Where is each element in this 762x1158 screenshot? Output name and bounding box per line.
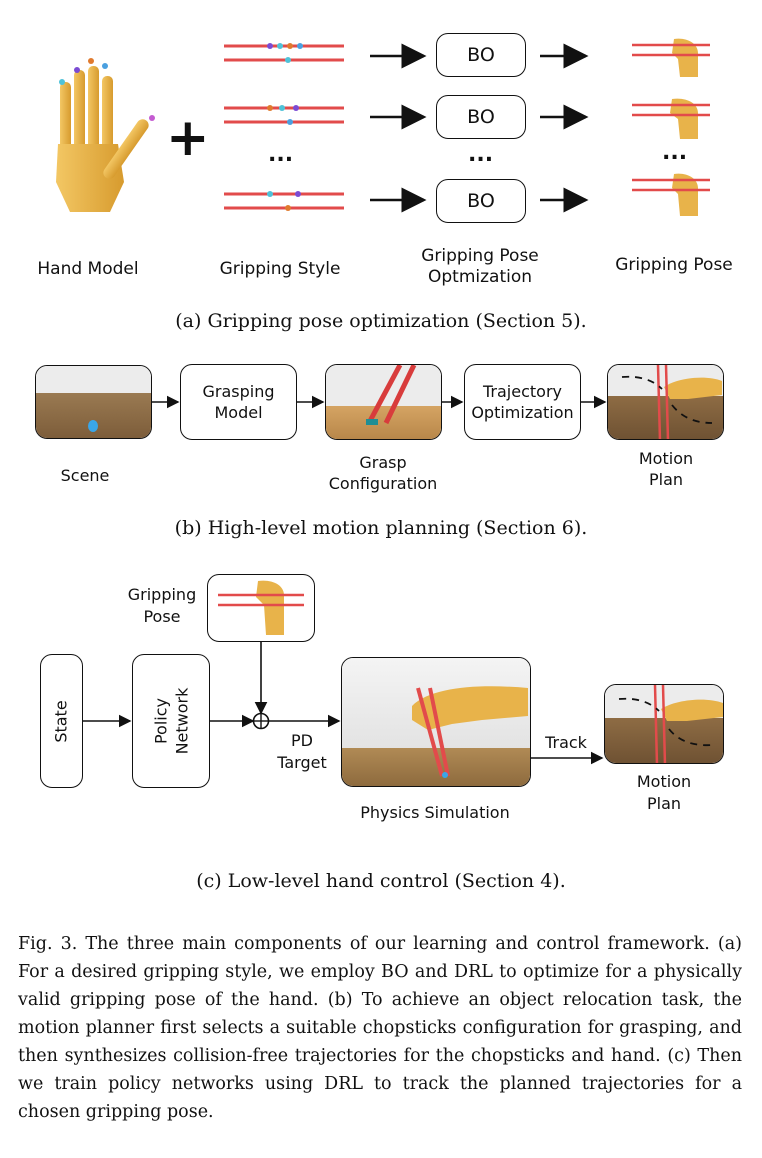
physics-label: Physics Simulation [360,803,510,822]
grasping-model-line1: Grasping [202,382,275,401]
caption-c: (c) Low-level hand control (Section 4). [196,870,566,892]
gripping-style-label: Gripping Style [219,259,341,279]
bo-ellipsis: ... [468,142,494,167]
state-box: State [40,654,83,788]
grasp-chopsticks [366,365,417,425]
bo-box-3: BO [436,179,526,223]
scene-image [35,365,152,439]
grasp-config-line1: Grasp [359,453,407,472]
gripping-pose-label: Gripping Pose [615,255,733,275]
bo-label: BO [467,189,495,212]
traj-opt-line2: Optimization [471,403,574,422]
gripping-style-ellipsis: ... [268,142,294,167]
physics-simulation-image [341,657,531,787]
motion-plan-drawing-b [621,365,722,439]
motion-plan-b-line2: Plan [648,470,684,489]
gripping-pose-c-line1: Gripping [127,585,197,604]
physics-simulation-drawing [412,686,528,778]
gripping-pose-c-line2: Pose [143,607,181,626]
panel-c-arrows [83,642,604,765]
motion-plan-c-line2: Plan [646,794,682,813]
pd-line2: Target [277,753,327,772]
grasping-model-box: Grasping Model [180,364,297,440]
motion-plan-b-line1: Motion [638,449,694,468]
optimization-label-line2: Optmization [427,267,533,287]
motion-plan-image-b [607,364,724,440]
plus-sign: + [166,108,210,168]
pose-ellipsis: ... [662,140,688,165]
gripping-pose-c-image [207,574,315,642]
motion-plan-c-line1: Motion [636,772,692,791]
arrows-from-bo [540,43,589,213]
caption-a: (a) Gripping pose optimization (Section … [175,310,587,332]
bo-box-2: BO [436,95,526,139]
grasping-model-line2: Model [214,403,263,422]
gripping-style-row-1 [224,43,344,63]
gripping-pose-image-3 [632,173,710,216]
gripping-pose-image-1 [632,38,710,77]
figure-caption: Fig. 3. The three main components of our… [18,934,742,1122]
bo-box-1: BO [436,33,526,77]
gripping-style-row-2 [224,105,344,125]
hand-model-label: Hand Model [37,259,139,279]
traj-opt-line1: Trajectory [483,382,562,401]
grasp-configuration-image [325,364,442,440]
bo-label: BO [467,43,495,66]
caption-b: (b) High-level motion planning (Section … [174,517,588,539]
gripping-pose-c-drawing [218,580,304,635]
gripping-pose-image-2 [632,98,710,139]
arrows-to-bo [370,43,427,213]
panel-b-arrows [152,395,607,409]
motion-plan-drawing-c [618,685,723,763]
scene-label: Scene [60,466,110,485]
hand-model-image [56,58,155,212]
policy-network-box: Policy Network [132,654,210,788]
motion-plan-image-c [604,684,724,764]
grasp-config-line2: Configuration [328,474,438,493]
trajectory-optimization-box: Trajectory Optimization [464,364,581,440]
bo-label: BO [467,105,495,128]
optimization-label-line1: Gripping Pose [421,246,539,266]
pd-line1: PD [291,731,313,750]
track-label: Track [545,733,587,752]
gripping-style-row-3 [224,191,344,211]
